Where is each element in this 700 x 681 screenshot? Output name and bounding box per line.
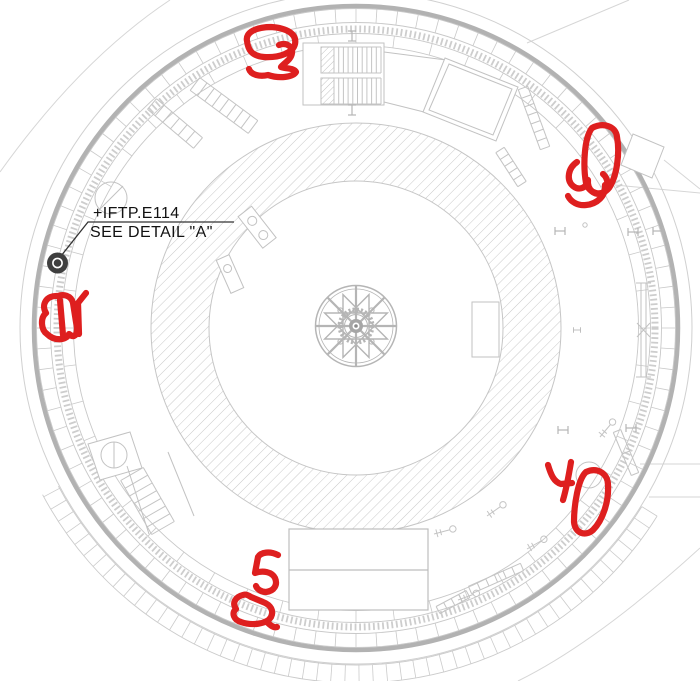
small-point-marker <box>582 222 588 228</box>
mullion-tick-band <box>53 25 659 631</box>
callout-line-2: SEE DETAIL "A" <box>90 224 213 241</box>
east-exterior-box <box>620 133 665 179</box>
leader-line <box>60 221 234 257</box>
handwritten-annotation-3 <box>564 122 622 209</box>
detail-marker-dot <box>47 252 68 274</box>
handwritten-annotation-1 <box>38 289 90 343</box>
east-mullion-detail <box>636 282 651 378</box>
handwritten-annotation-2 <box>243 23 300 81</box>
east-fixture <box>471 301 500 358</box>
lower-roof-band-edges <box>42 485 658 681</box>
turntable-equipment-1 <box>237 205 277 249</box>
turntable-equipment-2 <box>215 254 245 294</box>
handwritten-annotation-5 <box>230 549 282 631</box>
handwritten-annotation-4 <box>544 458 612 537</box>
lower-roof-radial-band <box>43 487 658 681</box>
vent-symbol <box>94 181 128 215</box>
hub-gear <box>337 307 375 345</box>
handwritten-annotations <box>38 23 622 631</box>
center-hub-wheel <box>314 284 398 368</box>
furniture-symbols <box>433 418 617 603</box>
outer-ring <box>19 0 693 681</box>
column-grid-markers <box>348 30 664 434</box>
stairs-and-escalators <box>120 46 640 614</box>
callout-line-1: +IFTP.E114 <box>93 205 180 222</box>
detail-callout: +IFTP.E114 SEE DETAIL "A" <box>47 205 234 274</box>
northeast-room <box>422 57 519 142</box>
